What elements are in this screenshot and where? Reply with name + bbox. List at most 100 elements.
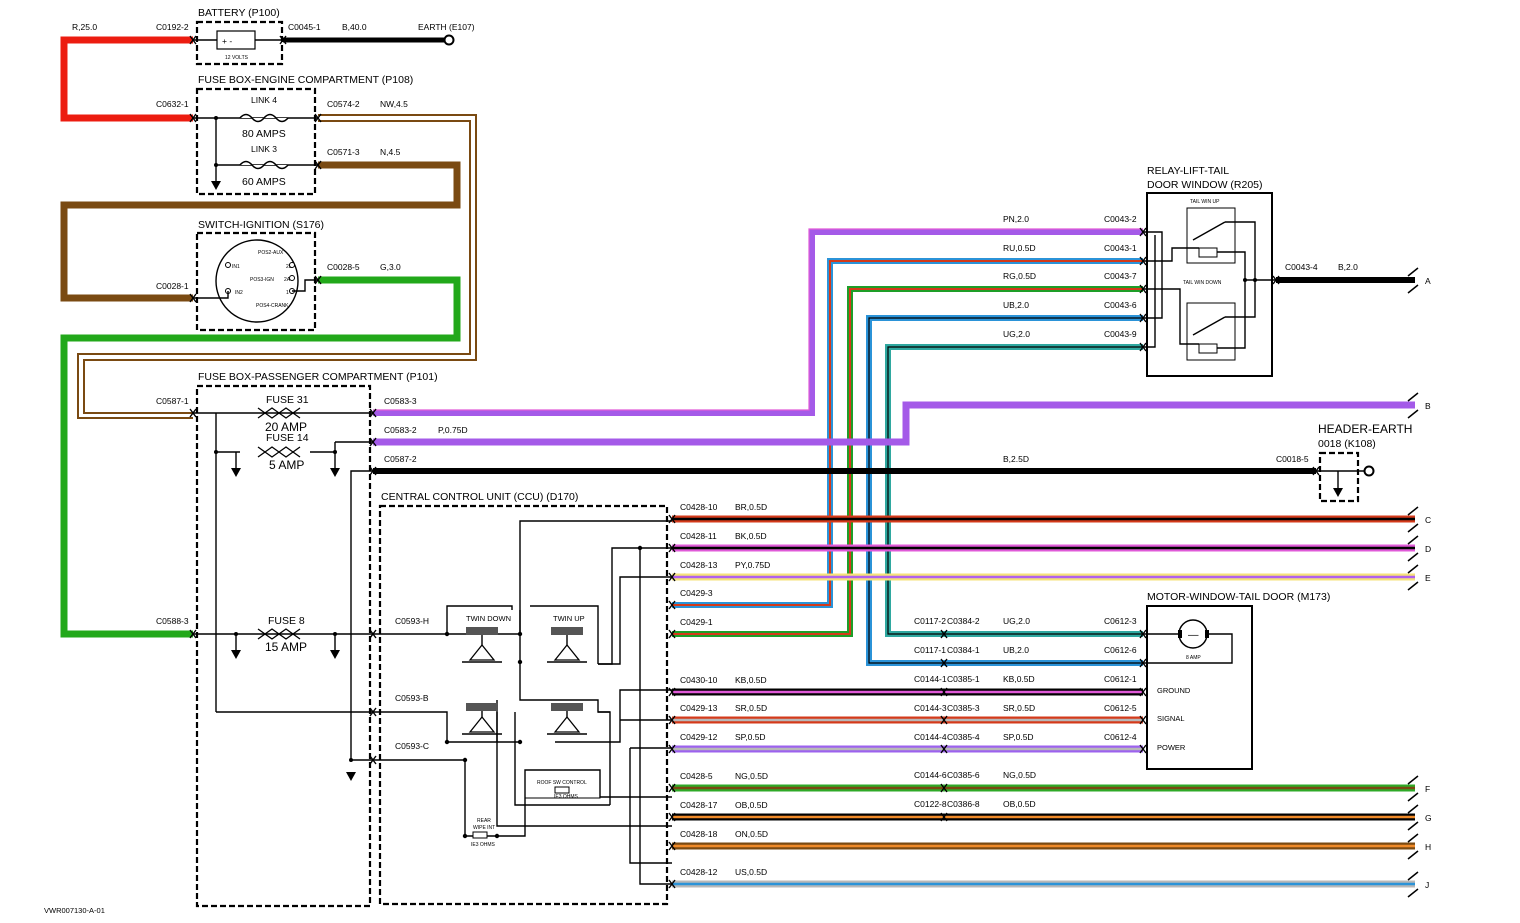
harness-end-label: F bbox=[1425, 784, 1430, 794]
ccu-pin-label: C0429-12 bbox=[680, 732, 718, 742]
svg-text:C0612-6: C0612-6 bbox=[1104, 645, 1137, 655]
svg-text:B: B bbox=[1425, 401, 1431, 411]
svg-text:C0144-4: C0144-4 bbox=[914, 732, 947, 742]
svg-text:C0043-7: C0043-7 bbox=[1104, 271, 1137, 281]
svg-text:C0384-1: C0384-1 bbox=[947, 645, 980, 655]
wire-break-mark bbox=[1407, 535, 1419, 562]
ccu-output-row: C0429-12 SP,0.5D bbox=[672, 732, 1143, 753]
svg-text:2A: 2A bbox=[284, 277, 291, 283]
svg-text:C0583-3: C0583-3 bbox=[384, 396, 417, 406]
connector-terminal bbox=[1139, 744, 1147, 754]
svg-text:C0385-1: C0385-1 bbox=[947, 674, 980, 684]
connector-terminal bbox=[189, 113, 197, 123]
svg-text:C0612-1: C0612-1 bbox=[1104, 674, 1137, 684]
svg-text:B,40.0: B,40.0 bbox=[342, 22, 367, 32]
connector-terminal bbox=[668, 543, 676, 553]
ccu-wire-label: ON,0.5D bbox=[735, 829, 768, 839]
connector-terminal bbox=[668, 715, 676, 725]
connector-terminal bbox=[314, 160, 322, 170]
svg-text:C0117-1: C0117-1 bbox=[914, 645, 946, 655]
battery: BATTERY (P100) + - 12 VOLTS bbox=[193, 7, 284, 66]
svg-text:TAIL WIN DOWN: TAIL WIN DOWN bbox=[1183, 280, 1222, 286]
wire-rg05 bbox=[672, 286, 1143, 637]
svg-text:8 AMP: 8 AMP bbox=[1186, 655, 1201, 661]
svg-text:C0587-1: C0587-1 bbox=[156, 396, 189, 406]
svg-text:REAR: REAR bbox=[477, 818, 491, 824]
connector-terminal bbox=[668, 687, 676, 697]
fuse-box-passenger-title: FUSE BOX-PASSENGER COMPARTMENT (P101) bbox=[198, 371, 438, 383]
ccu-title: CENTRAL CONTROL UNIT (CCU) (D170) bbox=[381, 491, 578, 503]
link3-rating: 60 AMPS bbox=[242, 176, 286, 188]
twin-down-label: TWIN DOWN bbox=[466, 614, 511, 623]
connector-terminal bbox=[668, 744, 676, 754]
wire-break-mark bbox=[1407, 833, 1419, 860]
wire-nw45 bbox=[83, 114, 477, 414]
relay-lift-tail: RELAY-LIFT-TAIL DOOR WINDOW (R205) TAIL … bbox=[1143, 165, 1280, 377]
ccu-pin-label: C0430-10 bbox=[680, 675, 718, 685]
svg-text:C0593-B: C0593-B bbox=[395, 693, 429, 703]
harness-end-label: D bbox=[1425, 544, 1431, 554]
wire-breaks bbox=[1407, 267, 1419, 419]
svg-text:C0144-6: C0144-6 bbox=[914, 770, 947, 780]
ccu-output-row: C0429-1 bbox=[680, 617, 713, 627]
link4-rating: 80 AMPS bbox=[242, 128, 286, 140]
connector-terminal bbox=[940, 715, 948, 725]
ccu-wire-label: US,0.5D bbox=[735, 867, 767, 877]
svg-text:C0385-4: C0385-4 bbox=[947, 732, 980, 742]
ccu-pin-label: C0428-18 bbox=[680, 829, 718, 839]
connector-terminal bbox=[1139, 284, 1147, 294]
svg-text:UG,2.0: UG,2.0 bbox=[1003, 616, 1030, 626]
connector-terminal bbox=[369, 408, 377, 418]
svg-text:IE3 OHMS: IE3 OHMS bbox=[471, 842, 496, 848]
ccu-output-row: C0429-3 bbox=[680, 588, 713, 598]
svg-text:C0593-H: C0593-H bbox=[395, 616, 429, 626]
harness-end-label: J bbox=[1425, 880, 1429, 890]
svg-text:C0144-1: C0144-1 bbox=[914, 674, 947, 684]
svg-text:SP,0.5D: SP,0.5D bbox=[1003, 732, 1034, 742]
svg-text:C0043-2: C0043-2 bbox=[1104, 214, 1137, 224]
connector-terminal bbox=[940, 812, 948, 822]
wire-ub20 bbox=[866, 315, 1143, 666]
svg-text:C0043-1: C0043-1 bbox=[1104, 243, 1137, 253]
battery-volts: 12 VOLTS bbox=[225, 55, 249, 61]
ccu-pin-label: C0428-12 bbox=[680, 867, 718, 877]
ignition-title: SWITCH-IGNITION (S176) bbox=[198, 219, 324, 231]
svg-text:IE3 OHMS: IE3 OHMS bbox=[554, 794, 579, 800]
svg-text:C0043-9: C0043-9 bbox=[1104, 329, 1137, 339]
relay-wires bbox=[373, 228, 1415, 666]
ccu-pin-label: C0428-10 bbox=[680, 502, 718, 512]
svg-text:NW,4.5: NW,4.5 bbox=[380, 99, 408, 109]
svg-text:IN2: IN2 bbox=[235, 290, 243, 296]
power-wires bbox=[60, 36, 477, 638]
svg-text:R,25.0: R,25.0 bbox=[72, 22, 97, 32]
harness-end-label: G bbox=[1425, 813, 1432, 823]
connector-terminal bbox=[668, 879, 676, 889]
wire-ug20 bbox=[885, 344, 1143, 637]
svg-text:IN1: IN1 bbox=[232, 264, 240, 270]
motor-window-tail: MOTOR-WINDOW-TAIL DOOR (M173) — 8 AMP GR… bbox=[1143, 591, 1330, 770]
connector-terminal bbox=[1139, 687, 1147, 697]
svg-text:C0045-1: C0045-1 bbox=[288, 22, 321, 32]
ccu-wire-label: PY,0.75D bbox=[735, 560, 770, 570]
connector-terminal bbox=[668, 600, 676, 610]
svg-text:UB,2.0: UB,2.0 bbox=[1003, 645, 1029, 655]
ccu-output-row: C0428-12 US,0.5D J bbox=[672, 867, 1429, 898]
svg-text:TAIL WIN UP: TAIL WIN UP bbox=[1190, 199, 1220, 205]
wire-break-mark bbox=[1407, 506, 1419, 533]
ccu-pin-label: C0428-11 bbox=[680, 531, 717, 541]
svg-text:C0144-3: C0144-3 bbox=[914, 703, 947, 713]
connector-labels: R,25.0 C0192-2 C0045-1 B,40.0 C0632-1 C0… bbox=[72, 22, 1431, 809]
connector-terminal bbox=[189, 293, 197, 303]
svg-text:POS2-AUX: POS2-AUX bbox=[258, 250, 284, 256]
svg-text:C0018-5: C0018-5 bbox=[1276, 454, 1309, 464]
svg-text:0018 (K108): 0018 (K108) bbox=[1318, 438, 1376, 450]
fuse-box-engine: FUSE BOX-ENGINE COMPARTMENT (P108) LINK … bbox=[193, 74, 413, 196]
svg-text:C0612-4: C0612-4 bbox=[1104, 732, 1137, 742]
fuse-box-passenger: FUSE BOX-PASSENGER COMPARTMENT (P101) FU… bbox=[193, 371, 438, 908]
connector-terminal bbox=[369, 629, 377, 639]
